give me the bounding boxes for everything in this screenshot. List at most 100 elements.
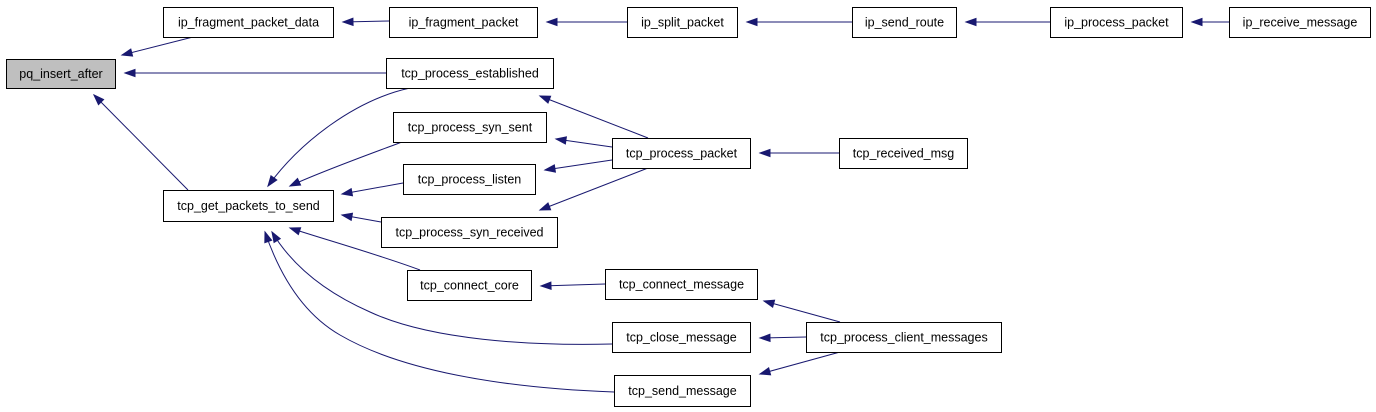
node-box[interactable] [612, 138, 751, 169]
edge-tcp_process_established-to-tcp_get_packets_to_send [267, 87, 411, 188]
edge-tcp_process_client_messages-to-tcp_send_message [758, 351, 841, 376]
edge-line [267, 87, 411, 187]
node-box[interactable] [612, 322, 751, 353]
node-label: tcp_received_msg [853, 146, 954, 160]
edge-ip_process_packet-to-ip_send_route [964, 17, 1050, 27]
arrowhead-icon [758, 148, 771, 158]
node-label: ip_send_route [865, 15, 944, 29]
node-box[interactable] [1050, 7, 1183, 38]
node-label: tcp_process_established [401, 66, 539, 80]
edge-tcp_process_listen-to-tcp_get_packets_to_send [340, 182, 404, 197]
arrowhead-icon [545, 17, 558, 27]
node-tcp-process-client-messages[interactable]: tcp_process_client_messages [806, 322, 1002, 353]
node-box[interactable] [163, 7, 334, 38]
nodes-layer: pq_insert_after ip_fragment_packet_data ip… [6, 7, 1371, 407]
node-tcp-send-message[interactable]: tcp_send_message [614, 375, 751, 407]
edge-tcp_connect_core-to-tcp_get_packets_to_send [288, 227, 421, 271]
edge-tcp_process_packet-to-tcp_process_syn_received [538, 167, 649, 211]
arrowhead-icon [758, 367, 772, 376]
node-label: ip_split_packet [641, 15, 724, 29]
edge-tcp_process_syn_sent-to-tcp_get_packets_to_send [288, 141, 403, 187]
edge-tcp_process_client_messages-to-tcp_close_message [758, 333, 807, 343]
node-box[interactable] [403, 164, 536, 195]
node-ip-send-route[interactable]: ip_send_route [852, 7, 957, 38]
node-box[interactable] [393, 112, 547, 143]
node-label: tcp_connect_message [619, 277, 744, 291]
node-tcp-connect-message[interactable]: tcp_connect_message [605, 269, 758, 300]
arrowhead-icon [758, 333, 771, 343]
node-box[interactable] [381, 217, 558, 248]
node-ip-fragment-packet[interactable]: ip_fragment_packet [389, 7, 538, 38]
node-box[interactable] [806, 322, 1002, 353]
node-box[interactable] [389, 7, 538, 38]
node-label: ip_receive_message [1243, 15, 1358, 29]
arrowhead-icon [340, 187, 354, 197]
node-tcp-close-message[interactable]: tcp_close_message [612, 322, 751, 353]
edge-tcp_connect_message-to-tcp_connect_core [539, 281, 606, 290]
node-ip-receive-message[interactable]: ip_receive_message [1229, 7, 1371, 38]
node-label: pq_insert_after [19, 67, 102, 81]
node-tcp-process-syn-received[interactable]: tcp_process_syn_received [381, 217, 558, 248]
edge-line [271, 231, 613, 345]
edge-ip_receive_message-to-ip_process_packet [1190, 17, 1229, 27]
node-box[interactable] [6, 59, 116, 89]
edge-ip_send_route-to-ip_split_packet [745, 17, 852, 27]
node-box[interactable] [852, 7, 957, 38]
edge-tcp_process_established-to-pq_insert_after [123, 68, 386, 78]
node-label: tcp_process_listen [418, 172, 522, 186]
node-tcp-connect-core[interactable]: tcp_connect_core [407, 270, 532, 301]
arrowhead-icon [554, 136, 568, 145]
node-tcp-process-established[interactable]: tcp_process_established [386, 58, 554, 89]
node-ip-fragment-packet-data[interactable]: ip_fragment_packet_data [163, 7, 334, 38]
edge-tcp_received_msg-to-tcp_process_packet [758, 148, 839, 158]
node-box[interactable] [386, 58, 554, 89]
arrowhead-icon [288, 177, 302, 187]
arrowhead-icon [1190, 17, 1203, 27]
edge-tcp_process_packet-to-tcp_process_syn_sent [554, 136, 613, 148]
node-box[interactable] [605, 269, 758, 300]
node-box[interactable] [1229, 7, 1371, 38]
node-tcp-get-packets-to-send[interactable]: tcp_get_packets_to_send [163, 190, 334, 222]
edge-ip_fragment_packet_data-to-pq_insert_after [120, 36, 194, 57]
edge-tcp_process_client_messages-to-tcp_connect_message [762, 299, 841, 323]
node-label: tcp_close_message [626, 330, 737, 344]
node-pq-insert-after[interactable]: pq_insert_after [6, 59, 116, 89]
edge-tcp_process_syn_received-to-tcp_get_packets_to_send [340, 212, 382, 223]
node-label: tcp_process_client_messages [820, 330, 987, 344]
node-ip-split-packet[interactable]: ip_split_packet [627, 7, 738, 38]
node-tcp-received-msg[interactable]: tcp_received_msg [839, 138, 968, 169]
arrowhead-icon [288, 227, 302, 236]
edge-line [759, 351, 841, 375]
edge-tcp_process_packet-to-tcp_process_listen [543, 159, 613, 173]
node-box[interactable] [163, 190, 334, 222]
edge-tcp_get_packets_to_send-to-pq_insert_after [92, 93, 189, 191]
edge-tcp_process_packet-to-tcp_process_established [538, 95, 649, 139]
arrowhead-icon [762, 299, 776, 308]
node-tcp-process-listen[interactable]: tcp_process_listen [403, 164, 536, 195]
edge-tcp_close_message-to-tcp_get_packets_to_send [271, 230, 613, 345]
arrowhead-icon [538, 202, 552, 211]
node-box[interactable] [407, 270, 532, 301]
node-box[interactable] [627, 7, 738, 38]
node-box[interactable] [614, 375, 751, 407]
node-label: tcp_connect_core [420, 278, 519, 292]
arrowhead-icon [538, 95, 552, 104]
node-box[interactable] [839, 138, 968, 169]
arrowhead-icon [92, 93, 105, 106]
node-label: tcp_process_packet [626, 146, 738, 160]
node-label: tcp_get_packets_to_send [177, 199, 320, 213]
arrowhead-icon [267, 174, 278, 188]
edge-line [544, 159, 613, 171]
node-label: ip_fragment_packet_data [178, 15, 319, 29]
arrowhead-icon [123, 68, 136, 78]
node-tcp-process-packet[interactable]: tcp_process_packet [612, 138, 751, 169]
node-label: tcp_send_message [628, 384, 736, 398]
node-tcp-process-syn-sent[interactable]: tcp_process_syn_sent [393, 112, 547, 143]
node-label: ip_fragment_packet [409, 15, 519, 29]
arrowhead-icon [120, 48, 134, 57]
edge-tcp_send_message-to-tcp_get_packets_to_send [264, 230, 615, 393]
arrowhead-icon [271, 230, 282, 244]
node-ip-process-packet[interactable]: ip_process_packet [1050, 7, 1183, 38]
edge-line [93, 94, 189, 191]
